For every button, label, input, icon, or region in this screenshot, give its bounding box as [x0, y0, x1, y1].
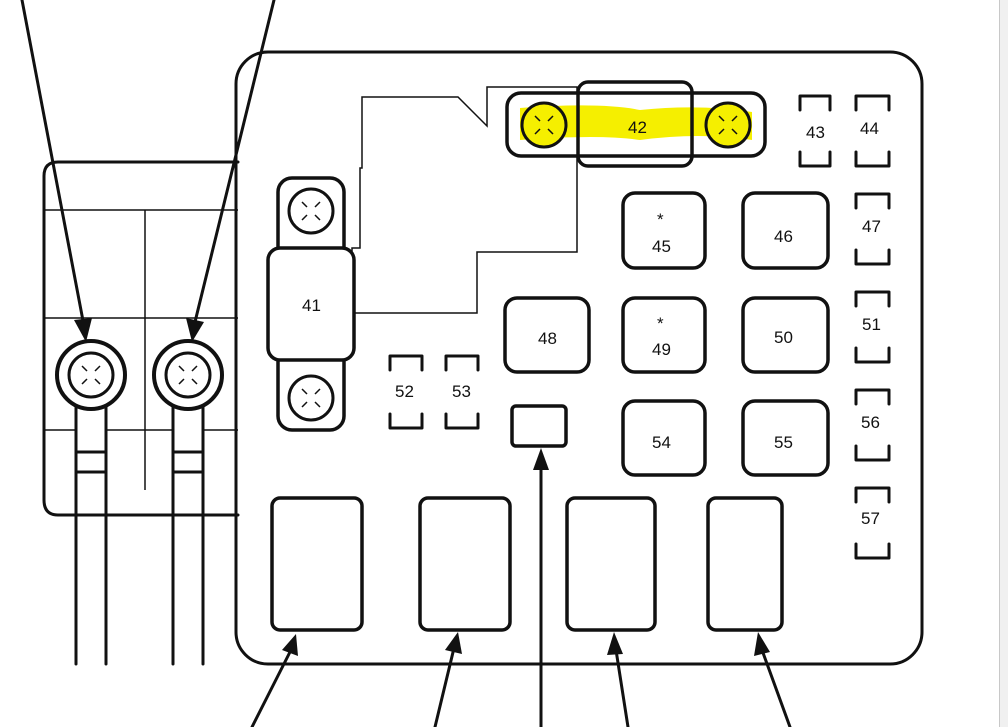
fuse-54-box — [621, 399, 707, 477]
fuse-54-label: 54 — [652, 433, 671, 452]
mini-fuse-47: 47 — [854, 192, 891, 266]
mini-fuse-51: 51 — [854, 290, 891, 364]
mini-fuse-56: 56 — [854, 388, 891, 462]
fuse-55-label: 55 — [774, 433, 793, 452]
page-edge-scrollbar — [999, 0, 1008, 727]
fuse-55-box — [741, 399, 830, 477]
svg-text:56: 56 — [861, 413, 880, 432]
fuse-42-label: 42 — [628, 118, 647, 137]
fuse-42-screw-right — [704, 101, 752, 149]
svg-text:43: 43 — [806, 123, 825, 142]
relay-socket-4 — [706, 496, 784, 632]
callout-arrow-bottom-5 — [754, 632, 792, 727]
svg-text:47: 47 — [862, 217, 881, 236]
svg-text:52: 52 — [395, 382, 414, 401]
fuse-48-label: 48 — [538, 329, 557, 348]
svg-text:57: 57 — [861, 509, 880, 528]
mini-fuse-44: 44 — [854, 94, 891, 168]
battery-terminal-right — [152, 339, 224, 666]
fuse-48-box — [503, 296, 591, 374]
mini-fuse-43: 43 — [798, 94, 832, 168]
callout-arrow-bottom-4 — [607, 632, 630, 727]
callout-arrow-bottom-3 — [533, 448, 549, 727]
fuse-49-star: * — [657, 314, 664, 333]
fuse-41-label: 41 — [302, 296, 321, 315]
svg-text:53: 53 — [452, 382, 471, 401]
svg-text:44: 44 — [860, 119, 879, 138]
fuse-41-body — [266, 246, 356, 362]
fuse-46-box — [741, 191, 830, 270]
svg-text:51: 51 — [862, 315, 881, 334]
callout-arrow-bottom-1 — [250, 634, 298, 727]
fuse-45-star: * — [657, 210, 664, 229]
relay-socket-3 — [565, 496, 657, 632]
fuse-46-label: 46 — [774, 227, 793, 246]
fuse-49-label: 49 — [652, 340, 671, 359]
fuse-50-label: 50 — [774, 328, 793, 347]
mini-fuse-53: 53 — [444, 354, 480, 430]
fuse-49-box — [621, 296, 707, 374]
fuse-41-screw-top — [287, 187, 335, 235]
fuse-45-label: 45 — [652, 237, 671, 256]
fuse-42-screw-left — [520, 101, 568, 149]
battery-terminal-left — [55, 339, 127, 666]
relay-socket-1 — [270, 496, 364, 632]
relay-socket-2 — [418, 496, 512, 632]
mini-fuse-57: 57 — [854, 486, 891, 560]
small-connector — [510, 404, 568, 448]
fuse-45-box — [621, 191, 707, 270]
fuse-50-box — [741, 296, 830, 374]
callout-arrow-top-left — [20, 0, 92, 342]
callout-arrow-top-right — [186, 0, 276, 342]
fuse-box-body — [234, 50, 924, 666]
callout-arrow-bottom-2 — [433, 632, 462, 727]
fuse-41-screw-bottom — [287, 374, 335, 422]
housing-left-outline — [42, 160, 240, 517]
fuse-42-body — [576, 80, 694, 168]
main-fuse-outline — [351, 86, 578, 314]
mini-fuse-52: 52 — [388, 354, 424, 430]
